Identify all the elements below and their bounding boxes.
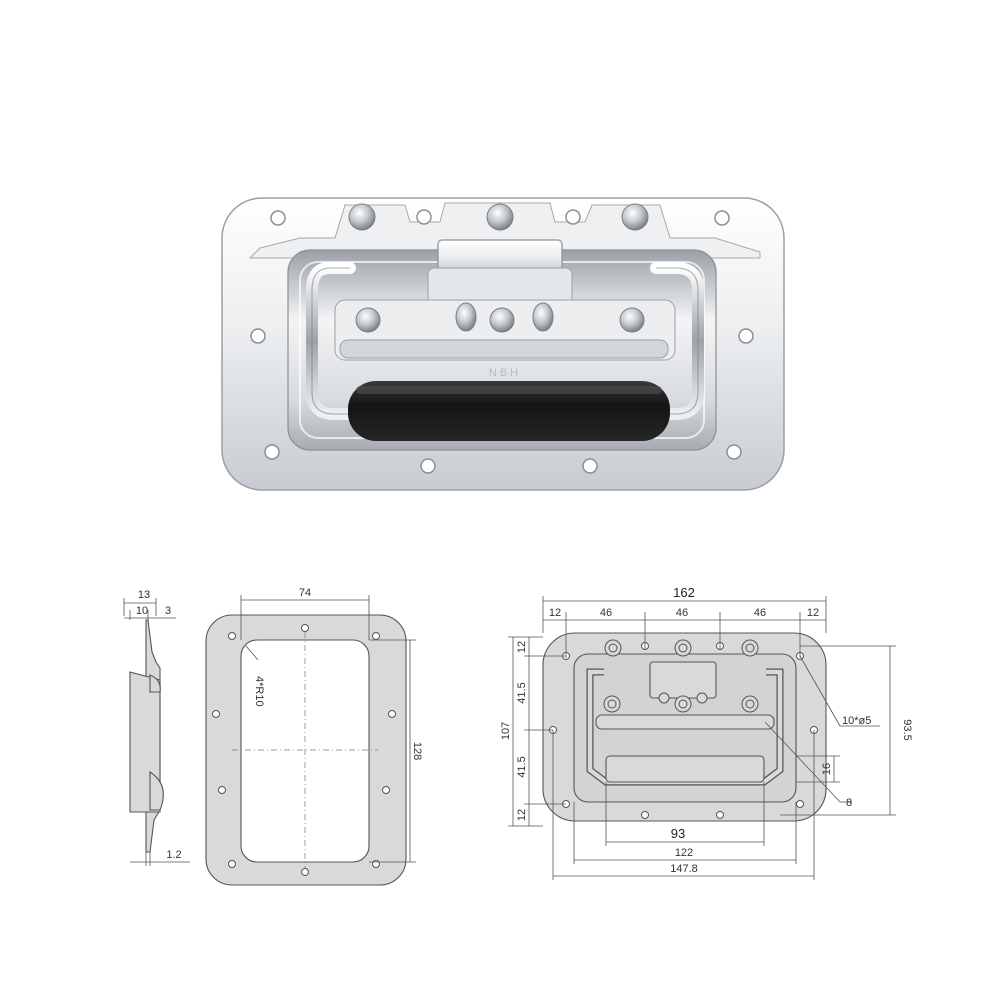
dim-grip-height: 16 (821, 763, 833, 775)
dim-space-2: 46 (600, 607, 612, 619)
dim-bottom-122: 122 (675, 847, 693, 859)
dim-holes: 10*ø5 (842, 715, 871, 727)
front-rivets (603, 639, 759, 713)
cutout-view-drawing: 74 128 4*R10 (205, 587, 423, 886)
dim-cutout-height: 128 (411, 742, 423, 760)
dim-bottom-93: 93 (671, 826, 685, 841)
dim-left-3: 41.5 (516, 756, 528, 777)
handle-grip (348, 381, 670, 441)
dim-front-width: 162 (673, 585, 695, 600)
product-photo: NBH (221, 197, 785, 491)
front-grip (605, 755, 765, 783)
dim-left-4: 12 (516, 809, 528, 821)
dim-side-total: 13 (138, 589, 150, 601)
dim-side-offset: 10 (136, 605, 148, 617)
dim-front-left-outer: 107 (500, 722, 512, 740)
side-view-drawing: 13 10 3 1.2 (123, 589, 190, 866)
slot-recess (339, 339, 669, 359)
dim-cutout-width: 74 (299, 587, 311, 599)
front-view-drawing: 162 12 46 46 46 12 107 12 41.5 41.5 12 9… (500, 585, 913, 880)
dim-front-height: 93.5 (901, 719, 913, 740)
dim-side-thickness: 1.2 (166, 849, 181, 861)
flange-mount-holes (250, 210, 754, 474)
dim-left-2: 41.5 (516, 682, 528, 703)
embossed-mark: NBH (489, 367, 521, 379)
dim-space-5: 12 (807, 607, 819, 619)
dim-corner-radius: 4*R10 (253, 676, 265, 707)
dim-side-lip: 3 (165, 605, 171, 617)
dim-space-4: 46 (754, 607, 766, 619)
top-rivets (348, 203, 649, 231)
dim-left-1: 12 (516, 641, 528, 653)
middle-rivets (355, 302, 645, 333)
dim-space-3: 46 (676, 607, 688, 619)
dim-bottom-147: 147.8 (670, 863, 698, 875)
dim-grip-depth: 8 (846, 797, 852, 809)
dim-space-1: 12 (549, 607, 561, 619)
